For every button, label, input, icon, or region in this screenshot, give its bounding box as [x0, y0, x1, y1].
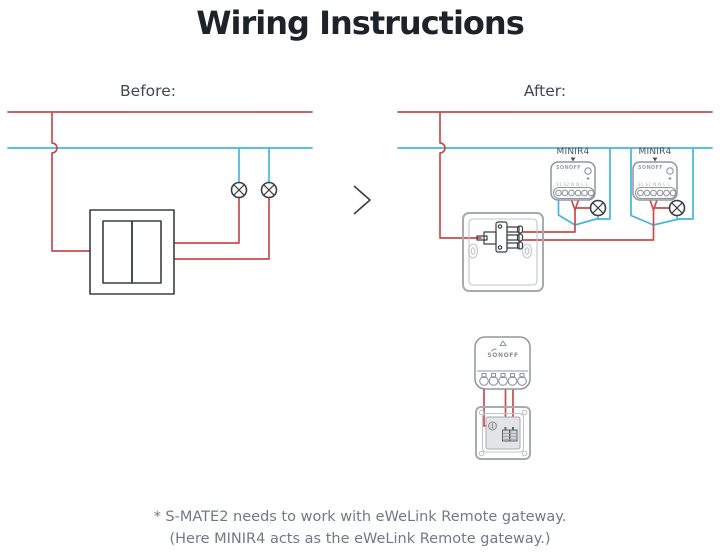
pointer-down-icon [652, 157, 658, 162]
sonoff-logo: SONOFF [487, 352, 519, 359]
switch-pin-blocks [502, 427, 518, 442]
plus-mark-icon [586, 177, 590, 180]
lamp-icon [230, 181, 248, 199]
sonoff-bird-icon [490, 348, 497, 352]
terminal-connector-icon [476, 221, 524, 253]
screw-slot-icon [467, 243, 479, 259]
before-lamp2-wire [173, 196, 270, 260]
after-label: After: [523, 82, 567, 100]
sonoff-logo: SONOFF [638, 165, 663, 171]
smate2-device-icon [474, 336, 531, 390]
plus-mark-icon [668, 177, 672, 180]
neutral-drop-group1 [574, 147, 611, 226]
minir4-label-2: MINIR4 [638, 147, 672, 157]
page-title: Wiring Instructions [196, 4, 524, 42]
after-live-drop [439, 111, 482, 239]
wall-switch-2gang-icon [89, 209, 175, 295]
screw-icon [488, 421, 497, 431]
terminal-labels-2: S1 S2 N N L L [638, 182, 671, 187]
pointer-down-icon [570, 157, 576, 162]
minir4-device-1-icon [550, 157, 596, 201]
wall-switch-back-icon [475, 406, 531, 460]
screw-terminals [479, 372, 527, 386]
triangle-mark-icon [499, 340, 507, 347]
footnote-line-1: * S-MATE2 needs to work with eWeLink Rem… [153, 509, 567, 525]
arrow-right-icon [353, 185, 371, 215]
before-label: Before: [120, 82, 176, 100]
minir4-device-2-icon [632, 157, 678, 201]
lamp-icon [260, 181, 278, 199]
pairing-button-icon [584, 167, 592, 175]
pairing-button-icon [666, 167, 674, 175]
neutral-drop-group2-left [630, 147, 655, 226]
lamp-icon [668, 199, 686, 217]
minir4-label-1: MINIR4 [556, 147, 590, 157]
switch-wire-device1 [522, 209, 576, 233]
sonoff-logo: SONOFF [556, 165, 581, 171]
screw-slot-icon [521, 243, 533, 259]
terminal-labels-1: S1 S2 N N L L [556, 182, 589, 187]
smate2-diagram [474, 336, 531, 460]
switch-wire-device2 [522, 209, 655, 241]
wall-box-icon [462, 212, 544, 292]
before-lamp1-wire [173, 196, 240, 244]
neutral-device1-stub [557, 197, 576, 226]
after-diagram [397, 111, 713, 292]
before-diagram [7, 111, 313, 295]
neutral-drop-group2-right [652, 147, 694, 226]
lamp-icon [589, 199, 607, 217]
before-live-drop [51, 111, 91, 252]
footnote-line-2: (Here MINIR4 acts as the eWeLink Remote … [169, 531, 551, 547]
